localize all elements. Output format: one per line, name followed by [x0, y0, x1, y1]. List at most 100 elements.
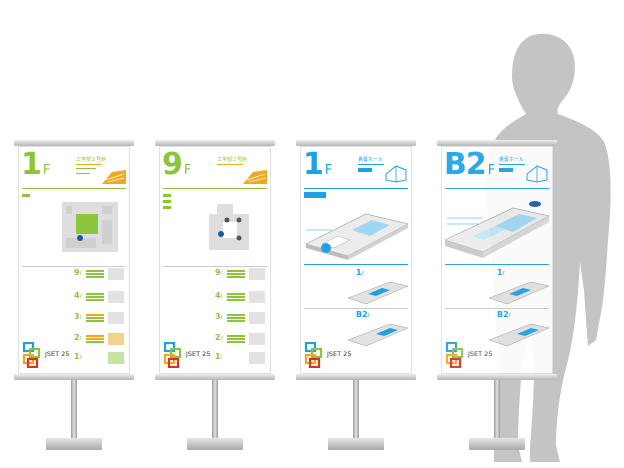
bottom-rail: [14, 374, 134, 380]
header-divider: [163, 188, 267, 189]
floor-row-thumbnail: [108, 312, 124, 324]
floor-row-lines: [86, 270, 106, 282]
building-name: 貴賓ホール: [499, 157, 525, 163]
jset-logo-icon: [304, 342, 323, 368]
floor-row-label: B2F: [356, 310, 370, 319]
header-divider: [304, 188, 408, 189]
floor-thumbnail-3d: [488, 323, 550, 347]
info-chip: [499, 168, 513, 172]
floor-row-thumbnail: [249, 312, 265, 324]
floor-row-label: 1F: [497, 268, 505, 277]
building-icon: [526, 165, 548, 183]
building-name: 工学部２号館: [217, 157, 248, 163]
floor-row-label: 2F: [215, 333, 223, 342]
hall-3d-map: [305, 213, 409, 260]
floor-row-label: 3F: [74, 312, 82, 321]
section-divider: [304, 264, 408, 265]
floor-row-label: 4F: [74, 291, 82, 300]
floor-row-lines: [227, 335, 247, 347]
bottom-rail: [437, 374, 557, 380]
logo-text: JSET 25: [186, 350, 211, 358]
floor-row-thumbnail: [249, 352, 265, 364]
bottom-rail: [155, 374, 275, 380]
floor-map: [209, 204, 249, 250]
stand-base: [469, 438, 525, 450]
floor-row-label: 4F: [215, 291, 223, 300]
logo-text: JSET 25: [327, 350, 352, 358]
building-name: 工学部２号館: [76, 157, 107, 163]
title-underline: [499, 164, 525, 165]
info-chip: [358, 168, 372, 172]
floor-row-thumbnail: [249, 268, 265, 280]
bottom-rail: [296, 374, 416, 380]
section-divider: [163, 266, 267, 267]
floor-row-label: 1F: [215, 352, 223, 361]
floor-row-label: 9F: [215, 268, 223, 277]
top-rail: [437, 140, 557, 146]
floor-row-thumbnail: [108, 352, 124, 364]
stand-base: [46, 438, 102, 450]
jset-logo-icon: [163, 342, 182, 368]
floor-row-lines: [86, 335, 106, 347]
floor-row-thumbnail: [108, 333, 124, 345]
section-divider: [445, 264, 549, 265]
section-divider: [445, 308, 549, 309]
floor-row-label: 9F: [74, 268, 82, 277]
jset-logo-icon: [445, 342, 464, 368]
top-rail: [14, 140, 134, 146]
floor-thumbnail-3d: [347, 281, 409, 305]
legend-chip: [163, 206, 171, 209]
logo-text: JSET 25: [45, 350, 70, 358]
title-underline: [358, 164, 384, 165]
section-divider: [304, 308, 408, 309]
top-rail: [155, 140, 275, 146]
building-icon: [102, 170, 126, 184]
floor-row-thumbnail: [108, 268, 124, 280]
stand-pole: [353, 380, 359, 438]
floor-row-lines: [86, 314, 106, 326]
floor-row-label: 1F: [74, 352, 82, 361]
info-line: [76, 173, 90, 174]
floor-row-label: 2F: [74, 333, 82, 342]
building-name: 貴賓ホール: [358, 157, 384, 163]
floor-row-label: 3F: [215, 312, 223, 321]
header-divider: [22, 188, 126, 189]
title-underline: [76, 164, 102, 165]
floor-row-thumbnail: [249, 291, 265, 303]
floor-row-label: 1F: [356, 268, 364, 277]
floor-row-thumbnail: [249, 333, 265, 345]
stand-base: [328, 438, 384, 450]
legend-chip: [163, 194, 171, 197]
logo-text: JSET 25: [468, 350, 493, 358]
floor-map: [62, 202, 118, 252]
jset-logo-icon: [22, 342, 41, 368]
building-icon: [385, 165, 407, 183]
floor-row-lines: [86, 293, 106, 305]
stand-pole: [71, 380, 77, 438]
title-underline: [217, 164, 243, 165]
floor-thumbnail-3d: [347, 323, 409, 347]
floor-row-lines: [227, 293, 247, 305]
floor-row-lines: [227, 270, 247, 282]
header-divider: [445, 188, 549, 189]
stand-base: [187, 438, 243, 450]
top-rail: [296, 140, 416, 146]
legend-bar: [304, 192, 326, 198]
section-divider: [22, 266, 126, 267]
floor-thumbnail-3d: [488, 281, 550, 305]
info-line: [76, 168, 96, 169]
legend-chip: [163, 200, 171, 203]
stand-pole: [494, 380, 500, 438]
stand-pole: [212, 380, 218, 438]
